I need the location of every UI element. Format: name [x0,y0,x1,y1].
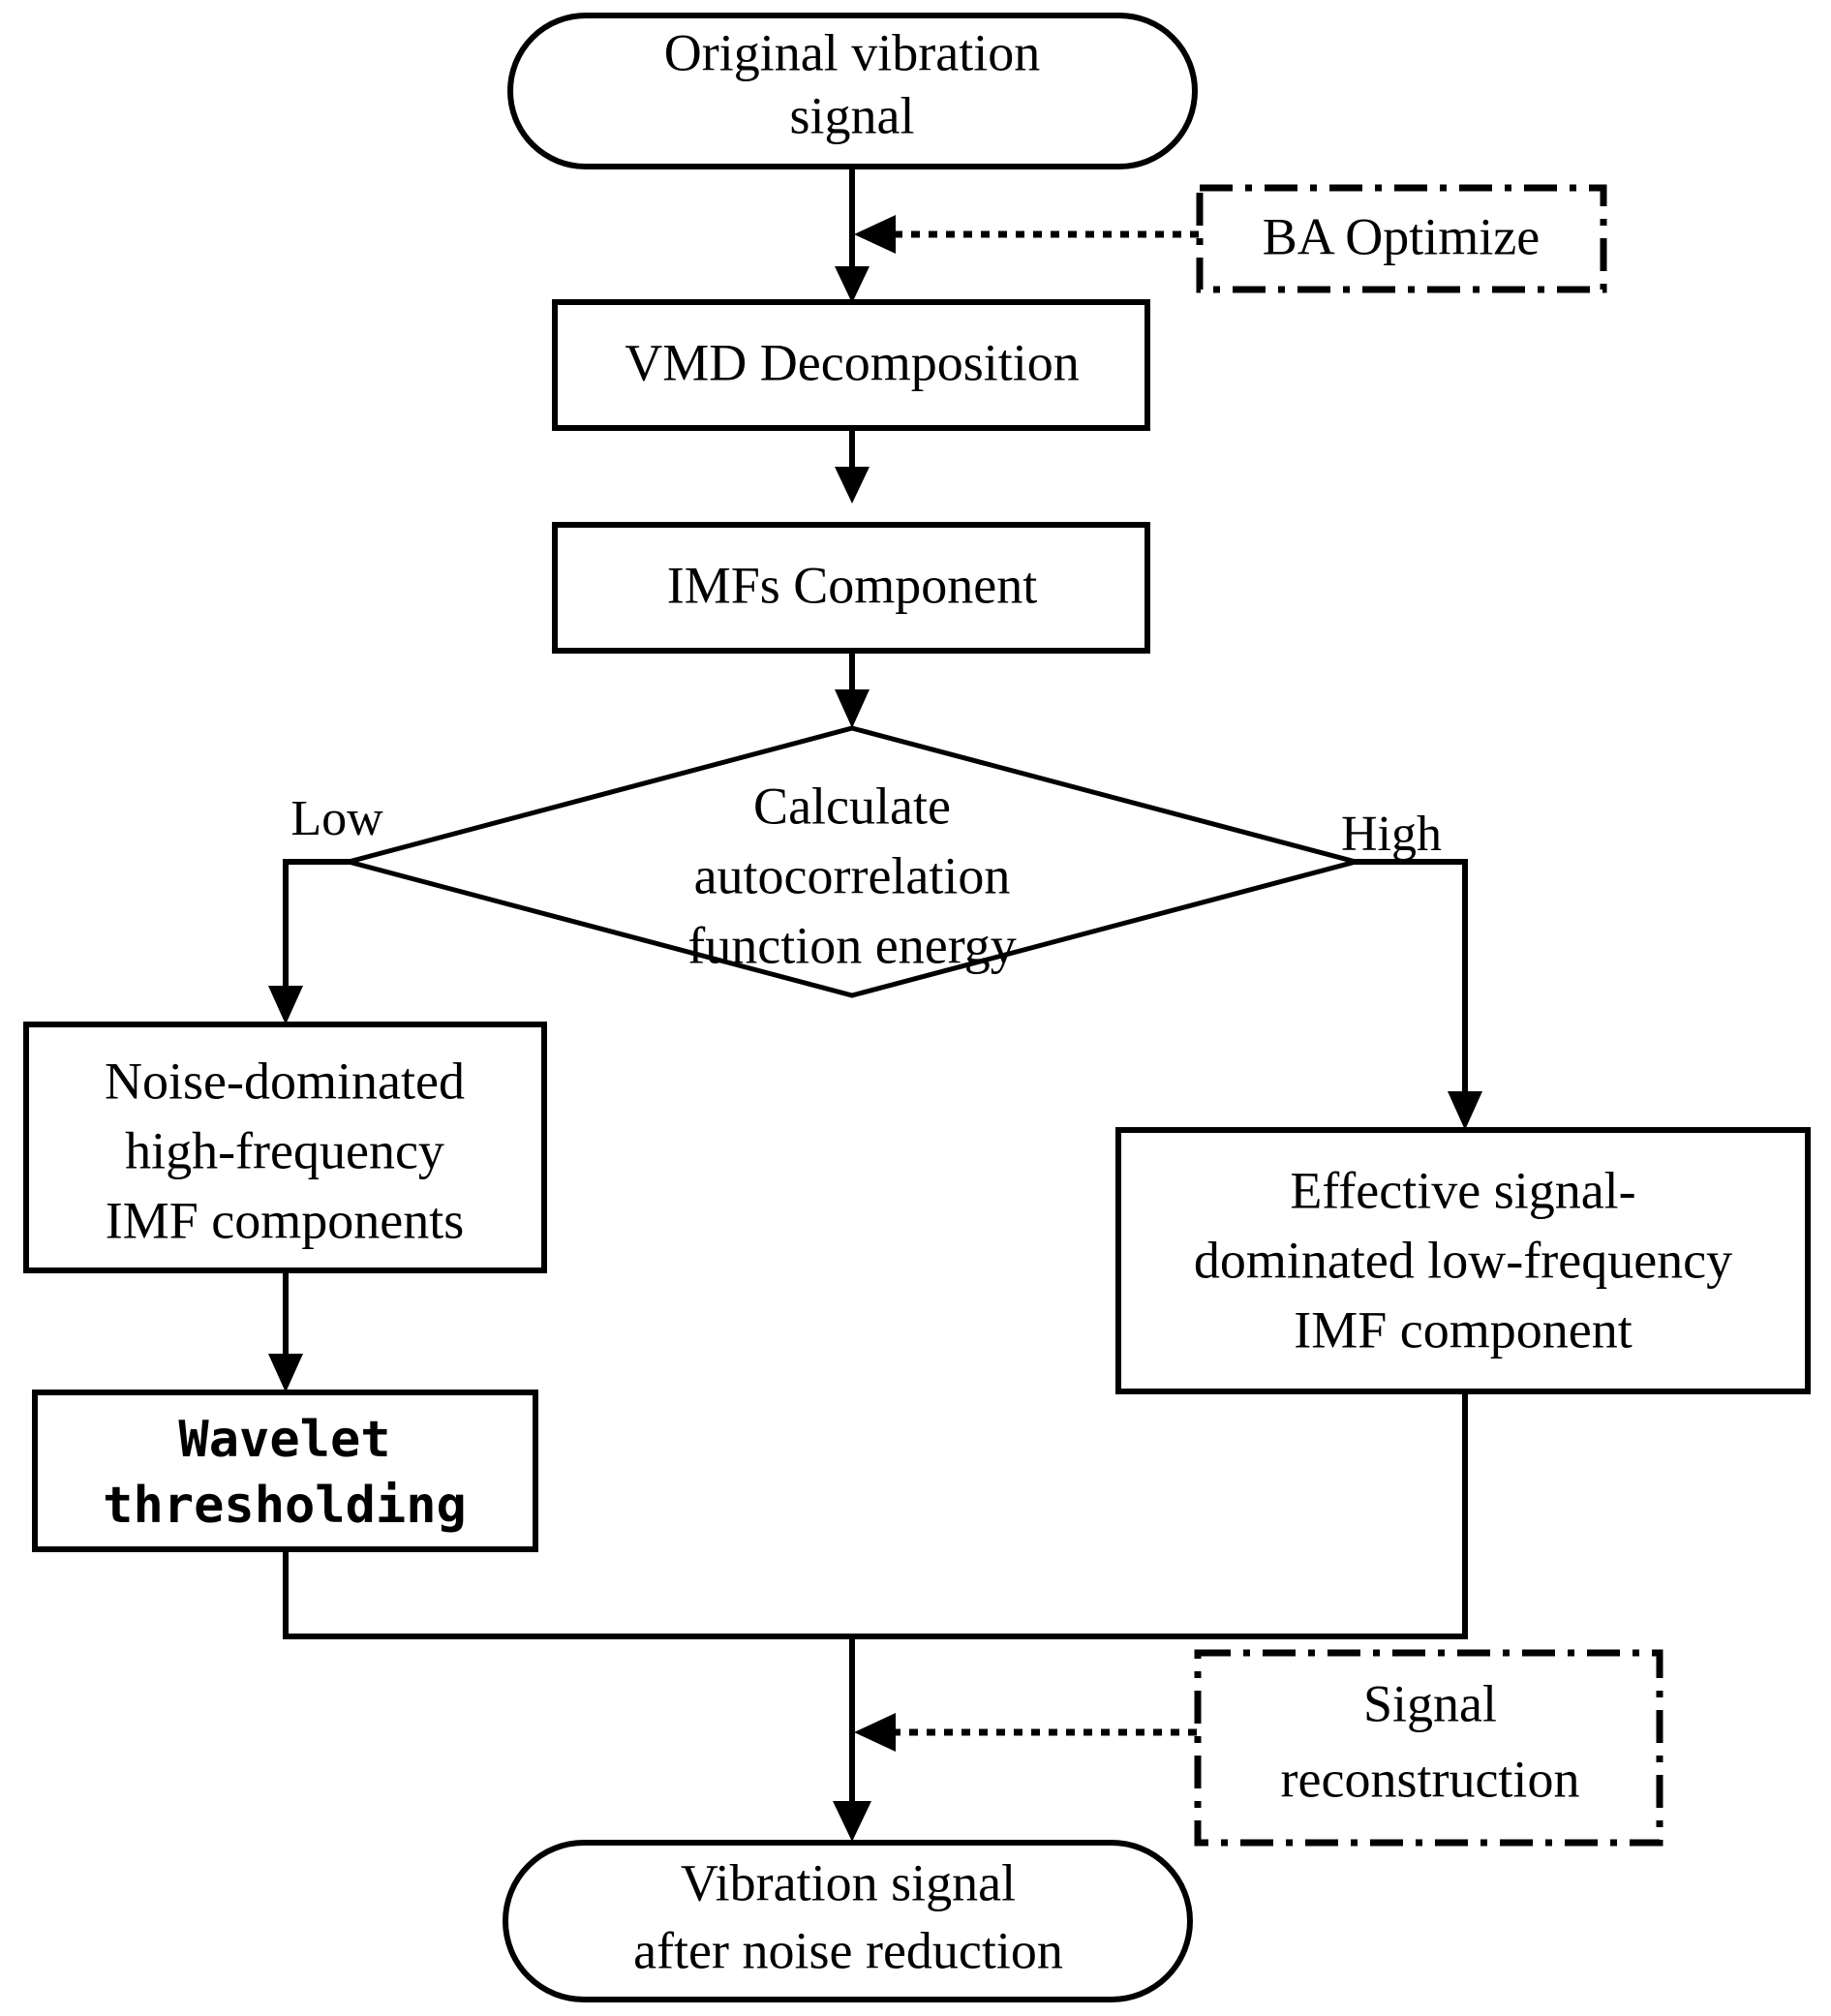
node-noise-line2: high-frequency [125,1121,444,1179]
node-decision-line3: function energy [687,916,1016,974]
edge-label-high: High [1341,807,1442,862]
node-noise-line1: Noise-dominated [105,1052,465,1110]
node-end[interactable]: Vibration signal after noise reduction [503,1840,1193,2002]
node-end-line2: after noise reduction [633,1921,1063,1979]
edge-label-low: Low [290,791,383,846]
node-effective-line3: IMF component [1294,1300,1632,1359]
node-decision-line1: Calculate [753,777,951,835]
node-effective-signal[interactable]: Effective signal- dominated low-frequenc… [1115,1127,1811,1394]
node-noise-dominated[interactable]: Noise-dominated high-frequency IMF compo… [23,1022,547,1273]
node-ba-optimize[interactable]: BA Optimize [1196,184,1607,293]
node-start-line2: signal [790,86,915,144]
node-wavelet-thresholding[interactable]: Wavelet thresholding [32,1390,538,1552]
node-wavelet-line2: thresholding [103,1477,467,1535]
node-imfs-label: IMFs Component [667,556,1038,614]
node-noise-line3: IMF components [106,1191,465,1249]
edge-signal-reconstruction-dotted [854,1713,1197,1752]
edge-effective-to-merge [852,1391,1468,1639]
edge-imfs-to-decision [835,651,870,728]
node-ba-optimize-label: BA Optimize [1263,207,1540,265]
edge-ba-optimize-dotted [854,215,1199,254]
node-decision-line2: autocorrelation [694,846,1011,904]
node-decision-autocorrelation[interactable]: Calculate autocorrelation function energ… [339,725,1365,998]
node-signal-reconstruction-line2: reconstruction [1281,1750,1580,1808]
node-start-line1: Original vibration [664,23,1040,81]
edge-wavelet-to-merge [283,1549,852,1639]
edge-start-to-vmd [835,167,870,303]
node-end-line1: Vibration signal [681,1853,1016,1911]
edge-vmd-to-imfs [835,428,870,504]
node-start[interactable]: Original vibration signal [507,13,1198,169]
node-signal-reconstruction[interactable]: Signal reconstruction [1194,1649,1663,1847]
node-imfs-component[interactable]: IMFs Component [552,522,1150,654]
edge-decision-high [1288,859,1482,1130]
edge-decision-low [268,859,418,1024]
node-wavelet-line1: Wavelet [178,1411,390,1469]
edge-noise-to-wavelet [268,1270,303,1392]
node-vmd-decomposition[interactable]: VMD Decomposition [552,299,1150,431]
node-effective-line2: dominated low-frequency [1194,1231,1732,1289]
edge-merge-to-end [833,1636,871,1842]
node-signal-reconstruction-line1: Signal [1363,1674,1497,1732]
node-vmd-label: VMD Decomposition [625,333,1079,391]
node-effective-line1: Effective signal- [1290,1161,1635,1219]
